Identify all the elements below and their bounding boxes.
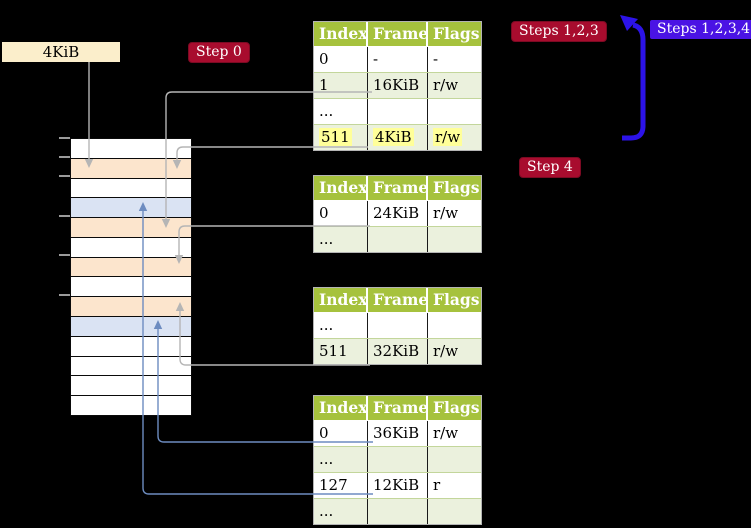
memory-tick — [59, 254, 70, 256]
recursive-loop-arrow — [622, 22, 646, 141]
memory-frame-row — [71, 257, 191, 278]
table-cell: r — [428, 473, 481, 498]
memory-tick — [59, 215, 70, 217]
table-cell — [368, 447, 428, 472]
table-cell: ... — [314, 499, 368, 524]
memory-tick — [59, 175, 70, 177]
memory-frame-row — [71, 158, 191, 179]
column-header: Frame — [368, 176, 428, 201]
column-header: Flags — [428, 396, 481, 421]
table-cell: 4KiB — [368, 125, 428, 150]
highlighted-value: 511 — [319, 128, 352, 146]
memory-frame-row — [71, 139, 191, 159]
memory-frame-row — [71, 396, 191, 415]
recursive-loop-arrow-head — [620, 15, 638, 31]
table-cell — [368, 313, 428, 338]
table-cell: 0 — [314, 421, 368, 446]
memory-frame-row — [71, 336, 191, 357]
memory-frame-row — [71, 198, 191, 219]
table-cell: 24KiB — [368, 201, 428, 226]
highlighted-value: r/w — [433, 128, 463, 146]
table-cell — [428, 499, 481, 524]
memory-tick — [59, 137, 70, 139]
memory-frame-row — [71, 376, 191, 397]
memory-frame-row — [71, 237, 191, 258]
table-cell: 511 — [314, 125, 368, 150]
table-cell: 511 — [314, 339, 368, 364]
table-cell — [368, 227, 428, 252]
table-cell: ... — [314, 99, 368, 124]
memory-frame-row — [71, 297, 191, 318]
table-cell: 1 — [314, 73, 368, 98]
column-header: Index — [314, 396, 368, 421]
table-cell: 127 — [314, 473, 368, 498]
table-row: ... — [314, 499, 481, 524]
table-cell: 0 — [314, 47, 368, 72]
table-cell — [428, 447, 481, 472]
table-cell: ... — [314, 227, 368, 252]
memory-tick — [59, 294, 70, 296]
column-header: Index — [314, 288, 368, 313]
column-header: Flags — [428, 22, 481, 47]
table-cell: r/w — [428, 421, 481, 446]
table-cell: - — [428, 47, 481, 72]
table-cell: r/w — [428, 125, 481, 150]
memory-frame-row — [71, 356, 191, 377]
table-cell — [428, 313, 481, 338]
memory-tick — [59, 156, 70, 158]
steps-123-badge: Steps 1,2,3 — [511, 21, 607, 42]
table-cell: 32KiB — [368, 339, 428, 364]
table-cell: - — [368, 47, 428, 72]
column-header: Flags — [428, 288, 481, 313]
table-cell — [368, 499, 428, 524]
physical-memory-stack — [70, 138, 192, 416]
table-cell: r/w — [428, 73, 481, 98]
table-cell: 36KiB — [368, 421, 428, 446]
table-cell: ... — [314, 447, 368, 472]
table-cell: 0 — [314, 201, 368, 226]
column-header: Index — [314, 22, 368, 47]
steps-1234-badge: Steps 1,2,3,4 — [650, 20, 751, 39]
frame-size-label: 4KiB — [2, 42, 120, 62]
column-header: Index — [314, 176, 368, 201]
table-row: ... — [314, 99, 481, 125]
memory-frame-row — [71, 178, 191, 199]
column-header: Frame — [368, 396, 428, 421]
memory-frame-row — [71, 277, 191, 298]
table-row: 511 4KiB r/w — [314, 125, 481, 150]
table-cell: 12KiB — [368, 473, 428, 498]
table-row: 0-- — [314, 47, 481, 73]
table-cell: r/w — [428, 339, 481, 364]
step-4-badge: Step 4 — [519, 157, 581, 178]
table-cell — [368, 99, 428, 124]
table-cell: r/w — [428, 201, 481, 226]
table-cell: 16KiB — [368, 73, 428, 98]
table-cell — [428, 99, 481, 124]
memory-frame-row — [71, 317, 191, 337]
column-header: Frame — [368, 22, 428, 47]
table-row: ... — [314, 447, 481, 473]
table-cell — [428, 227, 481, 252]
step-0-badge: Step 0 — [188, 42, 250, 63]
highlighted-value: 4KiB — [373, 128, 414, 146]
table-cell: ... — [314, 313, 368, 338]
column-header: Frame — [368, 288, 428, 313]
memory-frame-row — [71, 218, 191, 238]
column-header: Flags — [428, 176, 481, 201]
table-row: ... — [314, 227, 481, 252]
table-row: ... — [314, 313, 481, 339]
